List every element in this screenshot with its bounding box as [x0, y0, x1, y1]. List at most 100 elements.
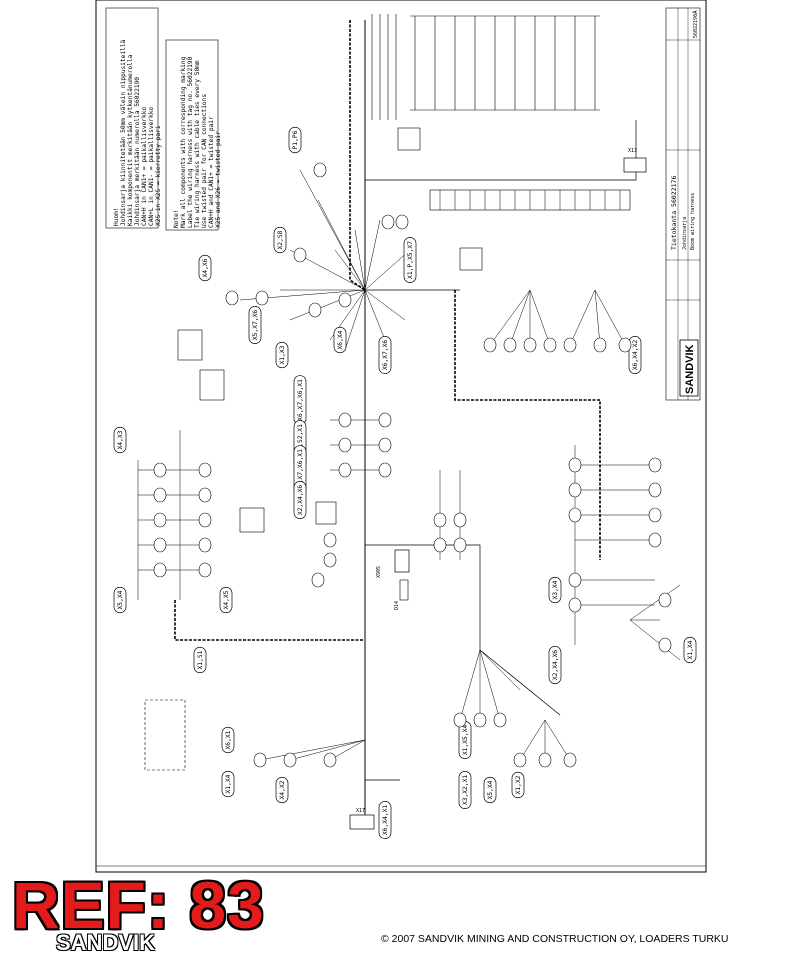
terminal-oval	[338, 437, 352, 453]
terminal-oval	[568, 457, 582, 473]
terminal-strip	[429, 189, 631, 211]
terminal-oval	[658, 592, 672, 608]
wire-callout: X2,X4,X6	[293, 481, 307, 519]
wire-callout: X2,X4,X6	[548, 646, 562, 684]
wire-callout-label: X2,X4,X6	[297, 485, 304, 516]
terminal-oval	[513, 752, 527, 768]
wire-callout-label: X6,X1	[225, 730, 232, 749]
wire-callout-label: X3,X2,X1	[462, 775, 469, 806]
terminal-oval	[225, 290, 239, 306]
terminal-oval	[648, 507, 662, 523]
terminal-oval	[568, 507, 582, 523]
terminal-oval	[198, 462, 212, 478]
terminal-oval	[381, 214, 395, 230]
wire-callout-label: X6,X7,X6	[382, 340, 389, 371]
hub-fanout	[239, 169, 411, 351]
terminal-oval	[618, 337, 632, 353]
terminal-oval	[198, 537, 212, 553]
terminal-oval	[198, 512, 212, 528]
notes-en-line: Tie wiring harness with cable ties every…	[194, 60, 201, 228]
title-block-revision: A	[692, 10, 699, 14]
connector-x905-label: X905	[376, 566, 382, 578]
terminal-oval	[543, 337, 557, 353]
notes-finnish-box: Huom! Johdinsarja kiinnitetään 50mm väle…	[105, 7, 162, 229]
wire-callout: X5,X4	[483, 776, 497, 804]
wire-callout: X5,X7,X6	[248, 306, 262, 344]
wire-callout-label: X4,X5	[223, 590, 230, 609]
terminal-oval	[523, 337, 537, 353]
wire-callout: P1,P6	[288, 126, 302, 154]
notes-en-line: Label the wiring harness with tag no. 56…	[187, 56, 194, 228]
terminal-oval	[433, 512, 447, 528]
wire-callout-label: X1,S1	[197, 650, 204, 669]
notes-english-box: Note! Mark all components with correspon…	[165, 39, 222, 231]
wire-callout-label: X4,X6	[202, 258, 209, 277]
wire-callout-label: X4,X3	[117, 430, 124, 449]
terminal-oval	[433, 537, 447, 553]
connector-x905: X905	[376, 549, 410, 578]
connector-x13-label: X13	[628, 148, 637, 154]
wire-callout: X6,X4,X1	[378, 801, 392, 839]
notes-fi-line: CAN+L in CAN1- = paikallisverkko	[148, 107, 155, 226]
wire-callout-label: X6,X4,X2	[632, 340, 639, 371]
terminal-oval	[338, 412, 352, 428]
connector-row-top	[371, 14, 600, 120]
connector-x13: X13	[623, 148, 647, 173]
terminal-oval	[503, 337, 517, 353]
wire-callout-label: X1,X5,X4	[462, 725, 469, 756]
component-d14: D14	[394, 579, 409, 610]
notes-fi-line: CAN+H in CAN1+ = paikallisverkko	[141, 107, 148, 226]
terminal-oval	[338, 292, 352, 308]
wire-callout: X1,X5,X4	[458, 721, 472, 759]
wire-callout: X2,S8	[273, 226, 287, 254]
wire-callout: X4,X3	[113, 426, 127, 454]
terminal-oval	[198, 562, 212, 578]
notes-fi-title: Huom!	[113, 207, 120, 226]
notes-en-line: Use twisted pair for CAN connections	[201, 94, 208, 228]
terminal-oval	[323, 532, 337, 548]
terminal-oval	[378, 412, 392, 428]
wire-callout-label: X4,X2	[279, 780, 286, 799]
terminal-oval	[153, 537, 167, 553]
terminal-oval	[563, 337, 577, 353]
wire-callout-label: X1,S1,S2,X1	[297, 424, 304, 466]
terminal-oval	[153, 487, 167, 503]
wire-callout: X1,X2	[511, 771, 525, 799]
wire-callout: X6,X7,X6,X1	[293, 375, 307, 425]
wire-callout-label: P1,P6	[292, 130, 299, 149]
notes-fi-line: X2S in X2S = kierretty pari	[155, 125, 162, 226]
terminal-oval	[378, 462, 392, 478]
title-block-subtitle: Boom wiring harness	[690, 193, 696, 250]
terminal-oval	[453, 512, 467, 528]
terminal-oval	[538, 752, 552, 768]
title-block-doc-number: 56022190	[693, 14, 699, 38]
notes-en-line: X25 and X26 = twisted pair	[215, 131, 222, 228]
right-branches	[489, 289, 681, 661]
terminal-oval	[453, 712, 467, 728]
left-branches	[137, 430, 205, 600]
wire-callout: X6,X1	[221, 726, 235, 754]
notes-fi-line: Johdinsarja merkitään numerolla 56022190	[134, 77, 141, 226]
wire-callout: X3,X4	[548, 576, 562, 604]
terminal-oval	[253, 752, 267, 768]
wire-callout: X1,X4	[221, 770, 235, 798]
terminal-oval	[453, 537, 467, 553]
wire-callout-label: X5,X4	[117, 590, 124, 609]
terminal-oval	[568, 572, 582, 588]
terminal-oval	[648, 532, 662, 548]
notes-en-title: Note!	[173, 209, 180, 228]
wire-callout: X6,X4,X2	[628, 336, 642, 374]
terminal-oval	[568, 597, 582, 613]
terminal-oval	[648, 482, 662, 498]
terminal-oval	[255, 290, 269, 306]
terminal-oval	[395, 214, 409, 230]
terminal-oval	[338, 462, 352, 478]
notes-fi-line: Kaikki komponentit merkitään kytkentänum…	[127, 54, 134, 226]
terminal-oval	[378, 437, 392, 453]
footer-copyright: © 2007 SANDVIK MINING AND CONSTRUCTION O…	[381, 933, 729, 945]
terminal-oval	[153, 512, 167, 528]
wire-callout: X6,X7,X6	[378, 336, 392, 374]
terminal-oval	[323, 552, 337, 568]
